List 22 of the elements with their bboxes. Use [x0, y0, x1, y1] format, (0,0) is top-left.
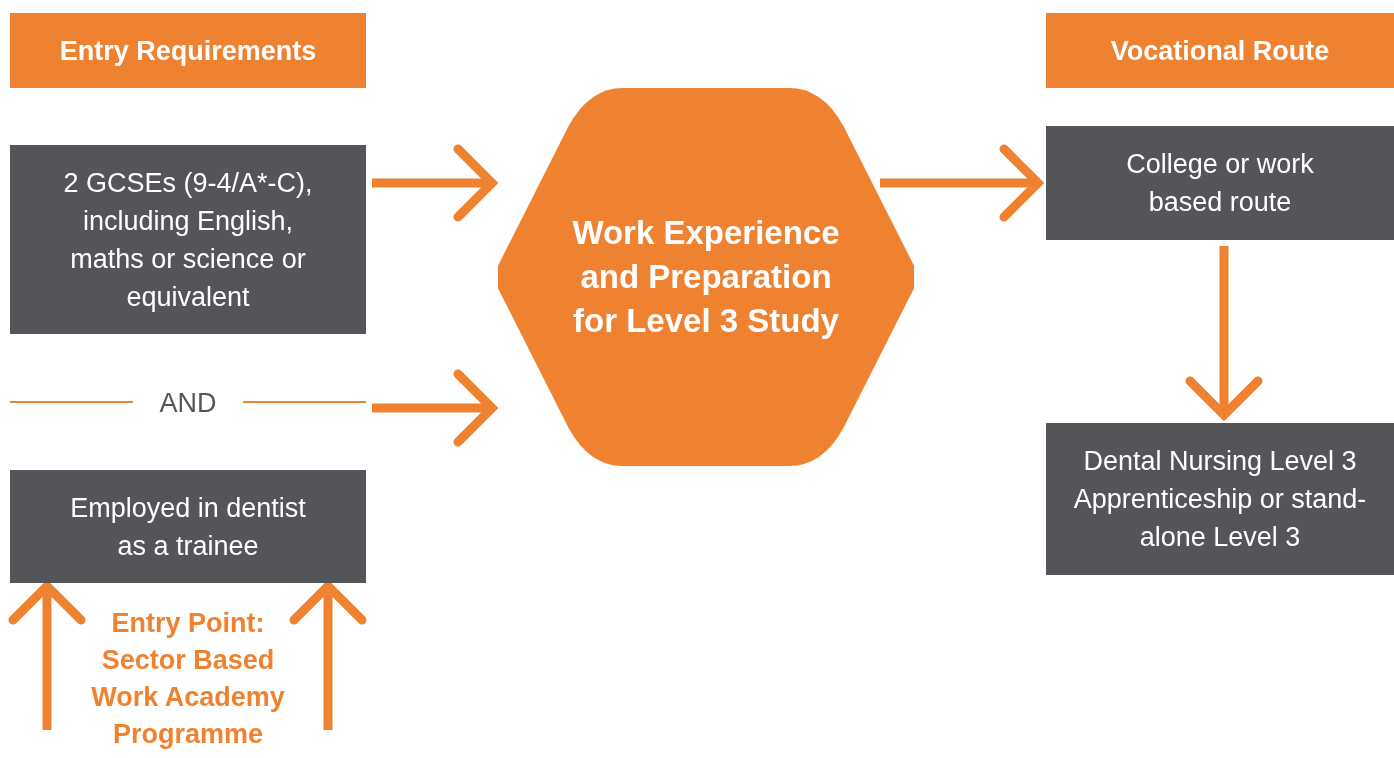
box-text: 2 GCSEs (9-4/A*-C), including English, maths or science or equivalent [62, 166, 314, 314]
arrow [372, 144, 497, 222]
box-text: College or work based route [1125, 148, 1315, 219]
and-label: AND [158, 387, 218, 420]
header-box [1046, 13, 1394, 88]
hexagon-node [498, 88, 914, 466]
info-box [10, 470, 366, 583]
arrow [372, 369, 497, 447]
header-box [10, 13, 366, 88]
box-text: Dental Nursing Level 3 Apprenticeship or stand-alone Level 3 [1072, 445, 1368, 554]
arrow [289, 581, 367, 730]
info-box [1046, 126, 1394, 240]
box-text: Vocational Route [1109, 34, 1331, 68]
box-text: Entry Requirements [58, 34, 318, 68]
info-box [1046, 423, 1394, 575]
info-box [10, 145, 366, 334]
arrow [880, 144, 1043, 222]
arrow [1185, 246, 1263, 420]
box-text: Employed in dentist as a trainee [69, 491, 307, 563]
arrow [8, 581, 86, 730]
entry-point-text: Entry Point: Sector Based Work Academy Programme [90, 607, 286, 751]
box-text: Work Experience and Preparation for Level 3 Study [571, 213, 841, 341]
